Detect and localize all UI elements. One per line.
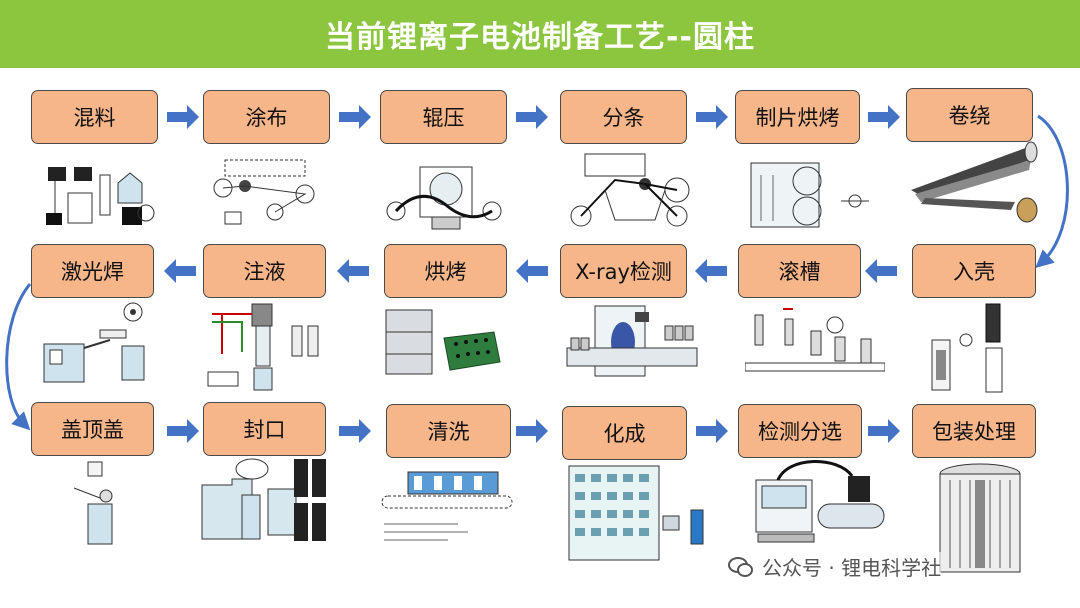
step-slitting: 分条 xyxy=(560,90,687,144)
sealing-illustration xyxy=(201,458,326,541)
grooving-illustration xyxy=(745,308,885,372)
step-electrolyte-filling: 注液 xyxy=(203,244,326,298)
step-formation: 化成 xyxy=(562,406,687,460)
step-sorting: 检测分选 xyxy=(738,404,862,458)
vacuum-oven-illustration xyxy=(385,309,501,375)
step-mixing: 混料 xyxy=(31,90,158,144)
laser-welder-illustration xyxy=(43,302,145,383)
formation-cabinet-illustration xyxy=(568,465,704,561)
step-winding: 卷绕 xyxy=(906,88,1033,142)
watermark: 公众号 · 锂电科学社 xyxy=(728,552,942,581)
top-cap-illustration xyxy=(73,461,113,545)
right-arrow-2 xyxy=(339,105,371,129)
right-arrow-9 xyxy=(696,419,728,443)
washer-illustration xyxy=(381,471,513,541)
left-arrow-2 xyxy=(695,259,727,283)
left-arrow-3 xyxy=(516,259,548,283)
right-arrow-5 xyxy=(868,105,900,129)
slitter-illustration xyxy=(570,153,690,227)
oven-illustration xyxy=(750,162,869,228)
step-casing: 入壳 xyxy=(912,244,1036,298)
sorting-machine-illustration xyxy=(755,460,885,543)
step-baking: 烘烤 xyxy=(384,244,507,298)
winder-illustration xyxy=(911,141,1038,223)
step-laser-welding: 激光焊 xyxy=(31,244,154,298)
step-cleaning: 清洗 xyxy=(386,404,511,458)
curve-arrow-left xyxy=(5,283,32,431)
step-coating: 涂布 xyxy=(203,90,330,144)
coater-illustration xyxy=(213,159,315,225)
step-top-cap: 盖顶盖 xyxy=(31,402,154,456)
mixer-illustration xyxy=(46,167,155,225)
left-arrow-4 xyxy=(337,259,369,283)
wechat-icon xyxy=(728,556,753,577)
cell-cutaway-illustration xyxy=(939,463,1021,573)
right-arrow-6 xyxy=(167,419,199,443)
roller-press-illustration xyxy=(386,166,502,230)
left-arrow-1 xyxy=(865,259,897,283)
step-rolling: 辊压 xyxy=(380,90,507,144)
xray-machine-illustration xyxy=(566,305,698,377)
right-arrow-3 xyxy=(516,105,548,129)
right-arrow-4 xyxy=(696,105,728,129)
step-packaging: 包装处理 xyxy=(912,404,1036,458)
step-xray-inspection: X-ray检测 xyxy=(560,244,687,298)
curve-arrow-right xyxy=(1035,114,1069,268)
page-title: 当前锂离子电池制备工艺--圆柱 xyxy=(325,20,755,55)
left-arrow-5 xyxy=(164,259,196,283)
filling-machine-illustration xyxy=(207,303,319,391)
right-arrow-8 xyxy=(516,419,548,443)
step-sealing: 封口 xyxy=(203,402,326,456)
watermark-text: 公众号 · 锂电科学社 xyxy=(762,556,942,580)
step-sheet-baking: 制片烘烤 xyxy=(735,90,860,144)
step-grooving: 滚槽 xyxy=(738,244,861,298)
casing-illustration xyxy=(931,303,1003,393)
title-banner: 当前锂离子电池制备工艺--圆柱 xyxy=(0,0,1080,68)
right-arrow-7 xyxy=(339,419,371,443)
right-arrow-1 xyxy=(167,105,199,129)
right-arrow-10 xyxy=(868,419,900,443)
